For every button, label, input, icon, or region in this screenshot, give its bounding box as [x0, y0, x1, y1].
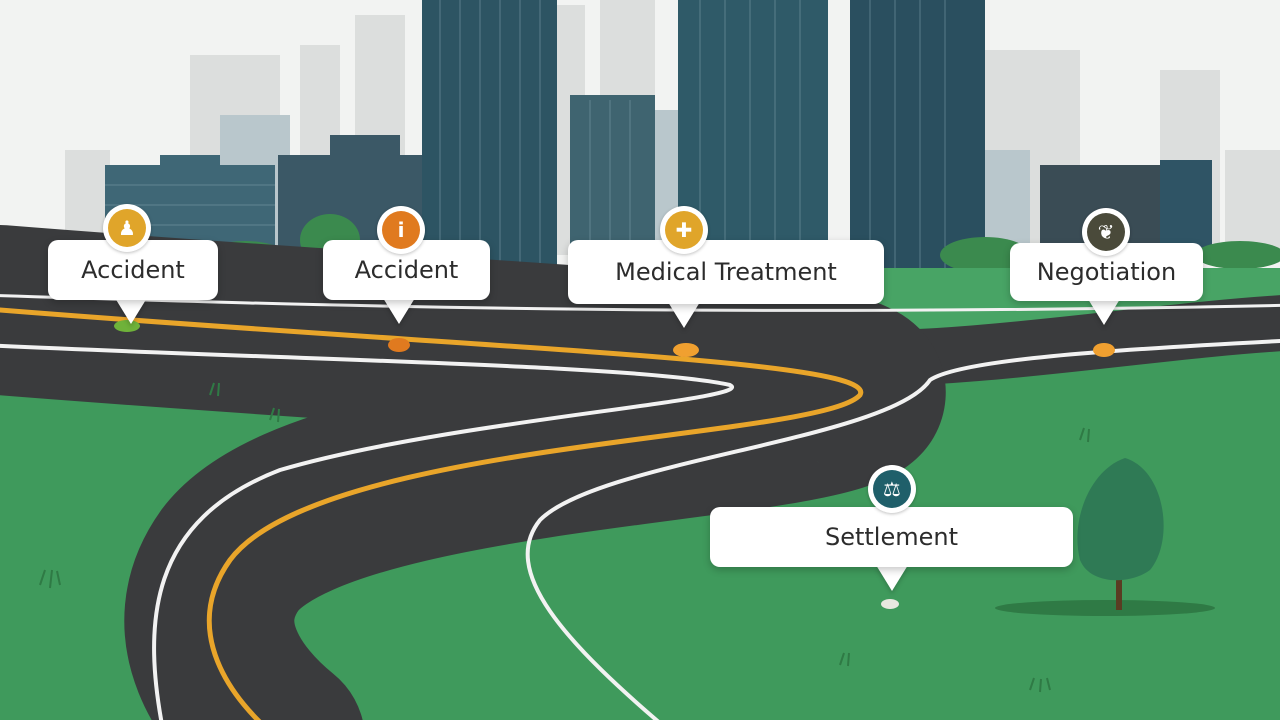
- medical-kit-icon: ✚: [660, 206, 708, 254]
- scales-icon: ⚖: [868, 465, 916, 513]
- milestone-label: Medical Treatment: [615, 258, 837, 286]
- sign-pointer: [1088, 299, 1120, 325]
- milestone-label: Accident: [354, 256, 459, 284]
- road-dot: [673, 343, 699, 357]
- sign-pointer: [115, 298, 147, 324]
- sign-pointer: [383, 298, 415, 324]
- info-icon: i: [377, 206, 425, 254]
- milestone-sign: Settlement: [710, 507, 1073, 567]
- milestone-label: Accident: [81, 256, 185, 284]
- grass-tufts: [39, 382, 1090, 693]
- road-dot: [881, 599, 899, 609]
- milestone-sign: Medical Treatment: [568, 240, 884, 304]
- milestone-label: Settlement: [824, 523, 959, 551]
- sign-pointer: [876, 565, 908, 591]
- roadside-tree: [995, 458, 1215, 616]
- sign-pointer: [668, 302, 700, 328]
- road-dot: [388, 338, 410, 352]
- milestone-sign: Accident: [323, 240, 490, 300]
- milestone-label: Negotiation: [1036, 258, 1177, 286]
- person-icon: ♟: [103, 204, 151, 252]
- window-stripes: [105, 0, 946, 270]
- road-dot: [1093, 343, 1115, 357]
- handshake-icon: ❦: [1082, 208, 1130, 256]
